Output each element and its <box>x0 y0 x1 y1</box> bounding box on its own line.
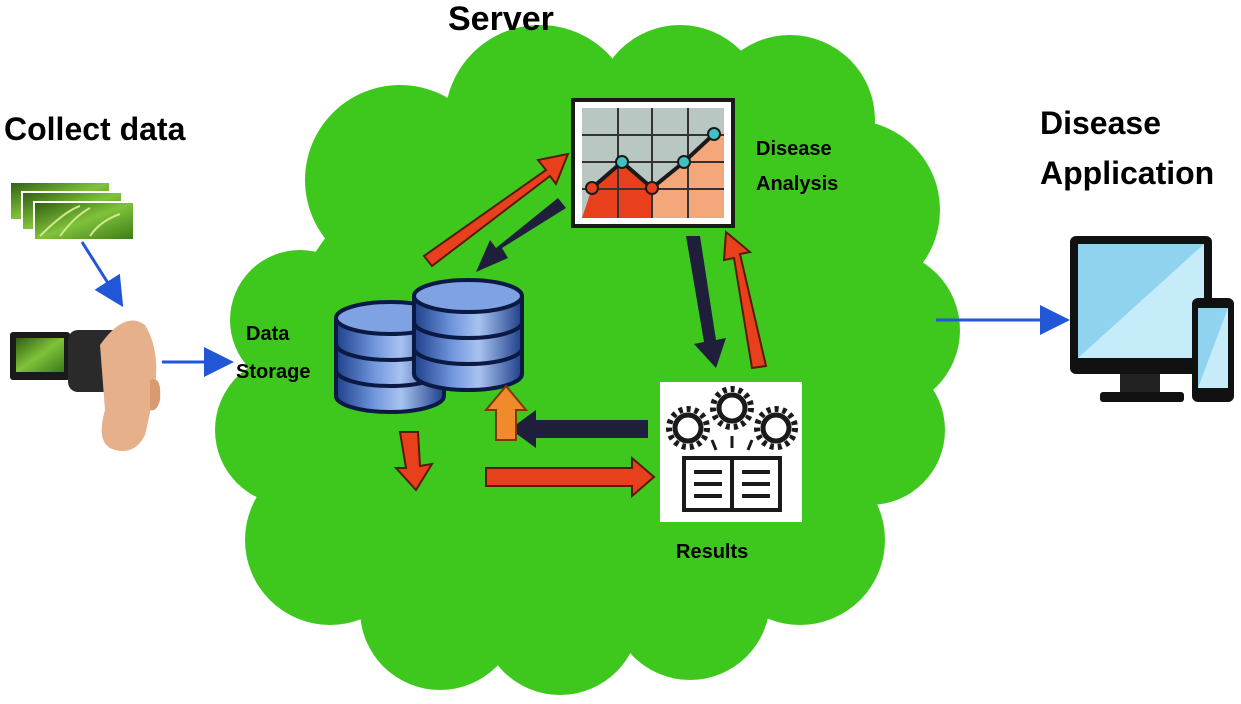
arrow-analysis-to-results <box>686 236 726 368</box>
monitor-phone-icon <box>1070 236 1234 402</box>
line-chart-icon <box>571 98 735 228</box>
arrow-up-to-storage <box>483 384 529 441</box>
arrow-photos-to-camera <box>80 241 124 308</box>
arrow-analysis-to-storage <box>476 198 566 272</box>
arrow-results-to-storage <box>510 410 648 448</box>
photo-stack-icon <box>9 181 135 241</box>
arrow-results-to-analysis <box>722 229 768 370</box>
data-storage-line1: Data <box>246 323 290 345</box>
disease-application-line1: Disease <box>1040 105 1161 141</box>
video-camera-icon <box>10 320 161 451</box>
disease-analysis-line2: Analysis <box>756 173 838 195</box>
arrow-storage-down <box>393 431 435 492</box>
arrow-storage-to-analysis <box>422 152 570 268</box>
data-storage-line2: Storage <box>236 361 310 383</box>
server-title: Server <box>448 0 554 38</box>
flow-arrows <box>393 152 768 499</box>
collect-data-label: Collect data <box>4 111 186 147</box>
disease-application-line2: Application <box>1040 155 1214 191</box>
disease-analysis-line1: Disease <box>756 138 832 160</box>
gears-book-icon <box>660 382 802 522</box>
results-label: Results <box>676 541 748 563</box>
arrow-to-results <box>485 455 656 499</box>
database-icon <box>334 278 524 414</box>
